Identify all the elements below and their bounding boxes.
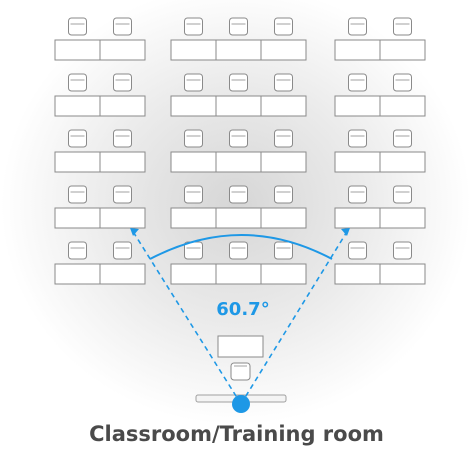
chair	[229, 241, 248, 260]
chair	[229, 185, 248, 204]
desk	[54, 151, 101, 173]
desk	[170, 263, 217, 285]
chair	[229, 73, 248, 92]
seating-area	[54, 17, 426, 285]
desk	[99, 151, 146, 173]
chair	[393, 129, 412, 148]
fov-right-arrowhead	[341, 228, 350, 236]
desk	[215, 263, 262, 285]
desk	[379, 95, 426, 117]
camera-icon	[232, 395, 250, 413]
desk	[334, 151, 381, 173]
chair	[184, 17, 203, 36]
desk	[334, 95, 381, 117]
room-type-caption: Classroom/Training room	[89, 422, 384, 446]
desk	[54, 39, 101, 61]
fov-right-edge	[240, 229, 349, 405]
desk	[379, 263, 426, 285]
desk	[260, 263, 307, 285]
chair	[68, 185, 87, 204]
chair	[274, 129, 293, 148]
chair	[348, 17, 367, 36]
desk	[54, 95, 101, 117]
presenter-chair	[230, 362, 251, 381]
desk	[260, 151, 307, 173]
chair	[184, 129, 203, 148]
desk	[379, 39, 426, 61]
desk	[334, 207, 381, 229]
chair	[68, 129, 87, 148]
desk	[54, 263, 101, 285]
chair	[113, 185, 132, 204]
desk	[99, 263, 146, 285]
chair	[348, 241, 367, 260]
desk	[215, 207, 262, 229]
chair	[393, 17, 412, 36]
desk	[334, 39, 381, 61]
chair	[113, 241, 132, 260]
chair	[184, 73, 203, 92]
desk	[99, 39, 146, 61]
desk	[170, 207, 217, 229]
fov-left-arrowhead	[130, 228, 139, 236]
desk	[379, 151, 426, 173]
desk	[170, 151, 217, 173]
chair	[113, 17, 132, 36]
desk	[215, 151, 262, 173]
desk	[215, 39, 262, 61]
chair	[393, 73, 412, 92]
chair	[348, 185, 367, 204]
desk	[170, 95, 217, 117]
chair	[348, 129, 367, 148]
desk	[379, 207, 426, 229]
desk	[170, 39, 217, 61]
chair	[393, 241, 412, 260]
chair	[113, 129, 132, 148]
chair	[229, 17, 248, 36]
chair	[68, 17, 87, 36]
angle-arc	[149, 234, 333, 260]
chair	[274, 185, 293, 204]
desk	[99, 95, 146, 117]
chair	[68, 73, 87, 92]
desk	[260, 39, 307, 61]
chair	[113, 73, 132, 92]
presenter-desk-icon	[217, 335, 264, 358]
chair	[274, 73, 293, 92]
chair	[184, 185, 203, 204]
field-of-view	[130, 228, 350, 413]
chair	[393, 185, 412, 204]
desk	[99, 207, 146, 229]
chair	[229, 129, 248, 148]
chair	[68, 241, 87, 260]
chair	[348, 73, 367, 92]
desk	[260, 95, 307, 117]
view-angle-label: 60.7°	[216, 299, 269, 320]
chair	[274, 17, 293, 36]
desk	[260, 207, 307, 229]
desk	[54, 207, 101, 229]
chair	[184, 241, 203, 260]
desk	[334, 263, 381, 285]
desk	[215, 95, 262, 117]
chair	[274, 241, 293, 260]
